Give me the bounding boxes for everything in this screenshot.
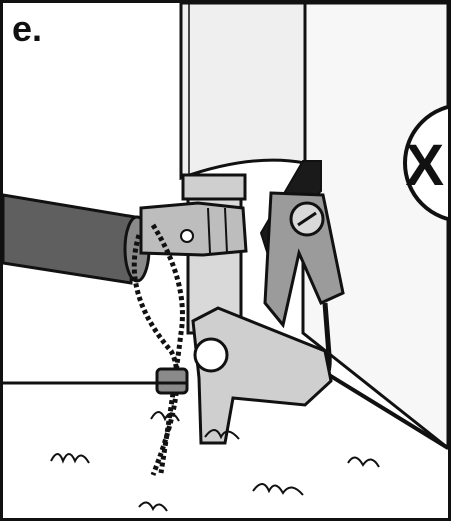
bracket-eyelet	[195, 339, 227, 371]
connector-bracket	[141, 203, 246, 255]
x-callout-symbol: X	[405, 137, 448, 195]
side-tube	[3, 195, 135, 283]
cord-clamp	[157, 369, 187, 393]
step-label: e.	[12, 11, 42, 47]
upper-pole	[181, 3, 305, 178]
pole-collar	[183, 175, 245, 199]
tent-anchor-illustration	[3, 3, 448, 518]
bracket-bolt	[181, 230, 193, 242]
